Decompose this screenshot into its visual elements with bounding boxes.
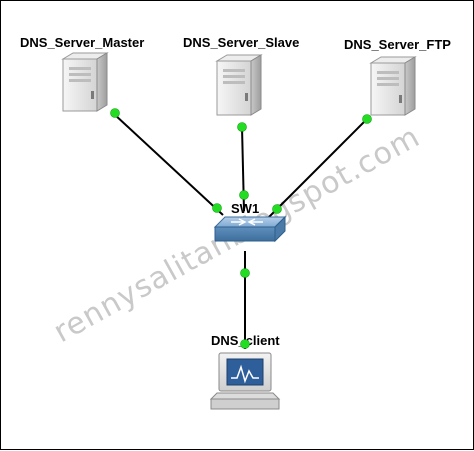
port-status-dot (362, 114, 372, 124)
link-ftp-sw1 (268, 118, 368, 218)
links (113, 113, 368, 349)
node-label-ftp: DNS_Server_FTP (344, 37, 451, 52)
server-tower-icon (369, 56, 417, 116)
node-dns-server-master[interactable]: DNS_Server_Master (20, 35, 144, 112)
workstation-monitor-icon (209, 352, 281, 410)
port-status-dot (240, 268, 250, 278)
port-status-dot (240, 339, 250, 349)
port-status-dot (237, 122, 247, 132)
server-tower-icon (215, 54, 263, 116)
node-dns-client[interactable]: DNS_client (209, 333, 281, 410)
port-status-dot (212, 203, 222, 213)
link-master-sw1 (113, 113, 224, 216)
node-dns-server-ftp[interactable]: DNS_Server_FTP (344, 37, 451, 116)
node-label-master: DNS_Server_Master (20, 35, 144, 50)
port-status-dot (110, 108, 120, 118)
network-switch-icon (213, 215, 287, 243)
node-label-slave: DNS_Server_Slave (183, 35, 299, 50)
server-tower-icon (61, 52, 109, 112)
port-status-dot (239, 190, 249, 200)
node-sw1[interactable]: SW1 (213, 201, 287, 243)
node-label-sw1: SW1 (231, 201, 259, 216)
link-status-dots (110, 108, 372, 349)
node-dns-server-slave[interactable]: DNS_Server_Slave (183, 35, 299, 116)
port-status-dot (272, 204, 282, 214)
